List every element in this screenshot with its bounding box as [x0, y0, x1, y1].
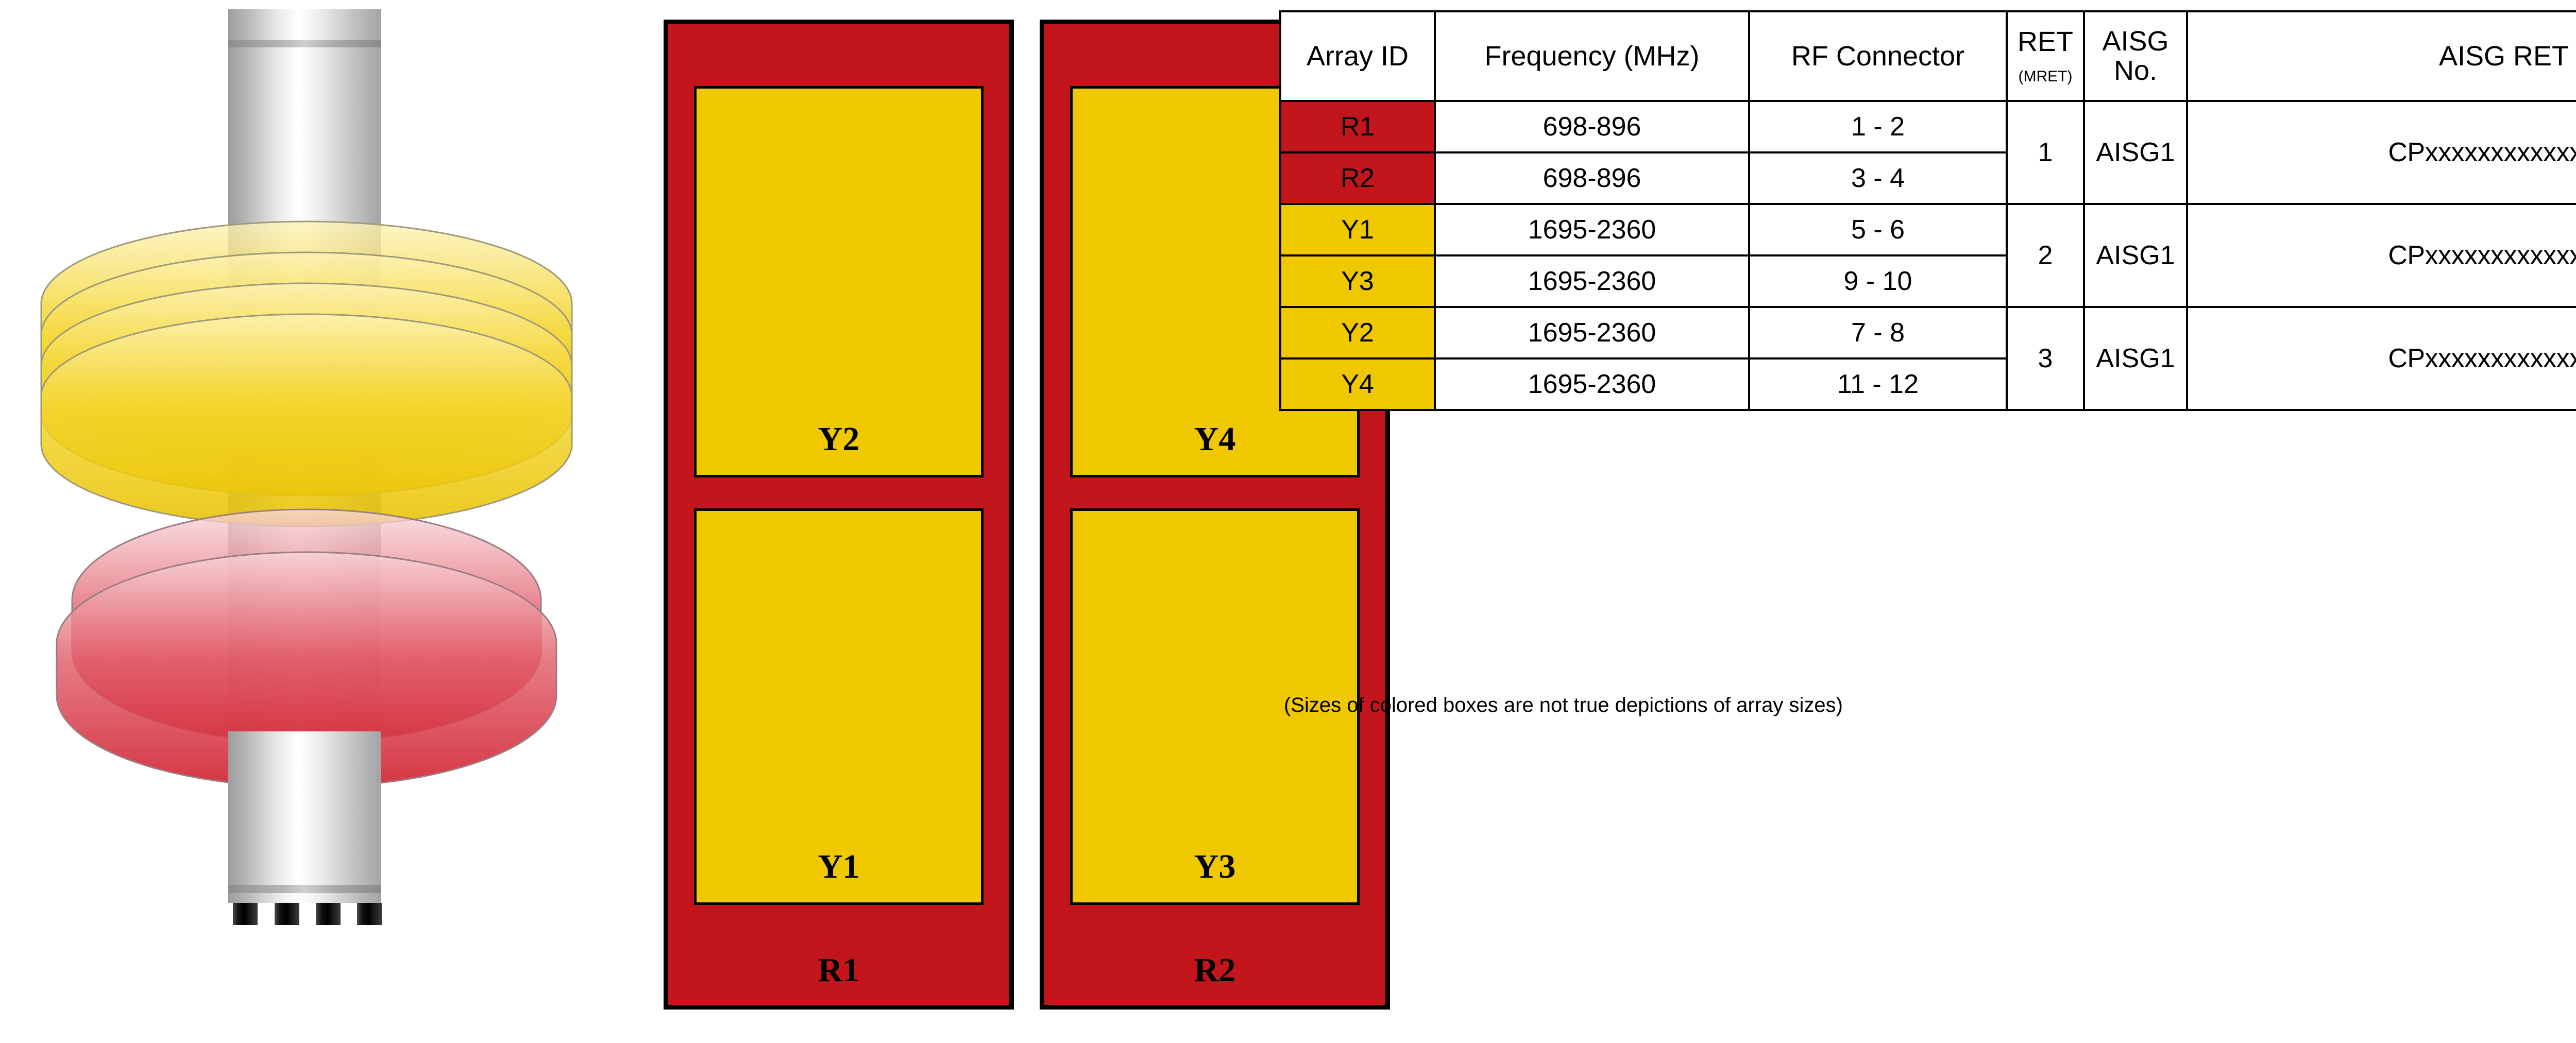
red-disc-stack: [56, 508, 557, 788]
cell-frequency: 1695-2360: [1434, 254, 1750, 308]
column-header-aisg-ret-uid: AISG RET UID: [2186, 10, 2576, 102]
ret-configuration-table-wrapper: Array ID Frequency (MHz) RF Connector RE…: [1279, 10, 2576, 411]
cell-array-id: R2: [1279, 151, 1436, 205]
connector-stub-2: [275, 903, 299, 925]
cell-aisg-ret-uid: CPxxxxxxxxxxxxxxMM.1: [2186, 100, 2576, 205]
table-row: Y1 1695-2360 5 - 6 2 AISG1 CPxxxxxxxxxxx…: [1279, 203, 2576, 308]
cell-ret: 1: [2006, 100, 2085, 205]
cell-array-id: R1: [1279, 100, 1436, 153]
cell-array-id: Y1: [1279, 203, 1436, 257]
table-caption: (Sizes of colored boxes are not true dep…: [1284, 694, 1843, 716]
yellow-disc-stack: [40, 220, 573, 527]
mast-band-top: [228, 40, 381, 47]
column-header-ret: RET (MRET): [2006, 10, 2085, 102]
mast-cylinder-lower: [228, 731, 381, 903]
connector-stub-3: [316, 903, 341, 925]
connector-stub-4: [357, 903, 382, 925]
column-header-aisg-no: AISG No.: [2083, 10, 2188, 102]
ret-configuration-table: Array ID Frequency (MHz) RF Connector RE…: [1279, 10, 2576, 411]
cell-ret: 2: [2006, 203, 2085, 308]
cell-rf-connector: 3 - 4: [1748, 151, 2008, 205]
antenna-mast-illustration: [0, 0, 634, 1040]
cell-frequency: 698-896: [1434, 100, 1750, 153]
column-header-rf-connector: RF Connector: [1748, 10, 2008, 102]
cell-aisg-ret-uid: CPxxxxxxxxxxxxxxMM.3: [2186, 306, 2576, 411]
array-panel-group: Y2 Y1 R1 Y4 Y3 R2: [634, 0, 1390, 1040]
cell-frequency: 1695-2360: [1434, 357, 1750, 411]
array-panel-label-r1: R1: [818, 951, 860, 989]
cell-ret: 3: [2006, 306, 2085, 411]
red-disc-2: [56, 551, 557, 788]
table-row: R2 698-896 3 - 4: [1279, 151, 2576, 205]
column-header-array-id: Array ID: [1279, 10, 1436, 102]
connector-stub-1: [233, 903, 258, 925]
array-box-y1: Y1: [694, 508, 984, 905]
cell-array-id: Y3: [1279, 254, 1436, 308]
column-header-ret-sub: (MRET): [2018, 68, 2073, 85]
column-header-ret-main: RET: [2018, 26, 2073, 57]
cell-rf-connector: 7 - 8: [1748, 306, 2008, 360]
yellow-disc-4: [40, 313, 573, 527]
antenna-mast-svg: [40, 9, 573, 925]
array-panel-label-r2: R2: [1194, 951, 1236, 989]
cell-aisg-no: AISG1: [2083, 100, 2188, 205]
array-box-y3: Y3: [1070, 508, 1360, 905]
table-row: Y3 1695-2360 9 - 10: [1279, 254, 2576, 308]
cell-array-id: Y2: [1279, 306, 1436, 360]
cell-rf-connector: 5 - 6: [1748, 203, 2008, 257]
cell-frequency: 1695-2360: [1434, 306, 1750, 360]
array-box-label-y2: Y2: [818, 420, 860, 458]
cell-array-id: Y4: [1279, 357, 1436, 411]
mast-band-bottom-2: [228, 885, 381, 893]
array-box-label-y3: Y3: [1194, 848, 1236, 885]
cell-rf-connector: 9 - 10: [1748, 254, 2008, 308]
table-row: Y4 1695-2360 11 - 12: [1279, 357, 2576, 411]
table-row: Y2 1695-2360 7 - 8 3 AISG1 CPxxxxxxxxxxx…: [1279, 306, 2576, 411]
cell-frequency: 1695-2360: [1434, 203, 1750, 257]
cell-rf-connector: 1 - 2: [1748, 100, 2008, 153]
column-header-frequency: Frequency (MHz): [1434, 10, 1750, 102]
array-box-label-y1: Y1: [818, 848, 860, 885]
cell-aisg-no: AISG1: [2083, 203, 2188, 308]
array-box-label-y4: Y4: [1194, 420, 1236, 458]
array-box-y2: Y2: [694, 86, 984, 477]
cell-frequency: 698-896: [1434, 151, 1750, 205]
table-row: R1 698-896 1 - 2 1 AISG1 CPxxxxxxxxxxxxx…: [1279, 100, 2576, 205]
array-panel-r1: Y2 Y1 R1: [664, 20, 1014, 1010]
table-header-row: Array ID Frequency (MHz) RF Connector RE…: [1279, 10, 2576, 102]
cell-aisg-no: AISG1: [2083, 306, 2188, 411]
cell-rf-connector: 11 - 12: [1748, 357, 2008, 411]
cell-aisg-ret-uid: CPxxxxxxxxxxxxxxMM.2: [2186, 203, 2576, 308]
